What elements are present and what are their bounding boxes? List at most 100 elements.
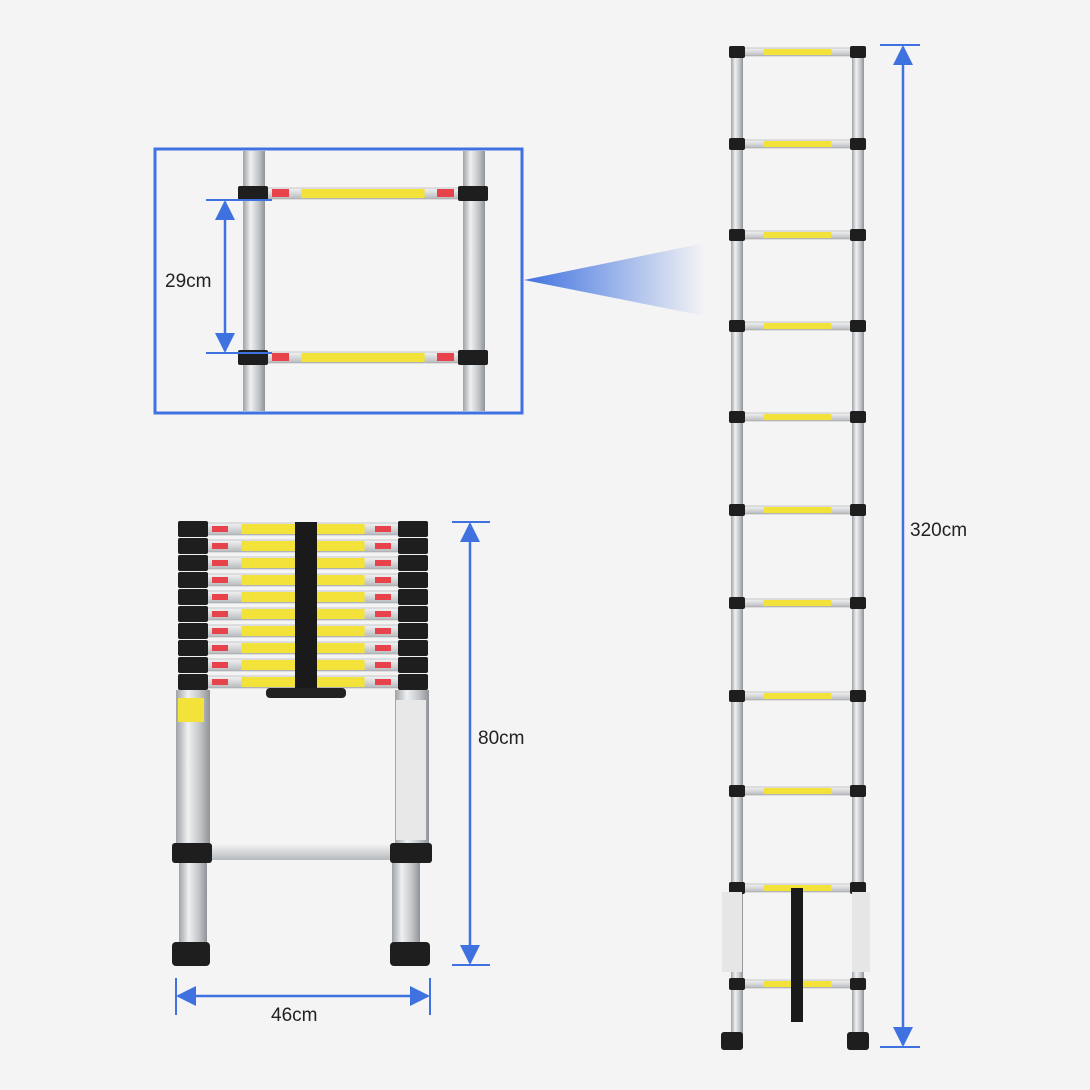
rung-detail-inset bbox=[153, 147, 524, 415]
rung-clamp bbox=[729, 882, 745, 894]
dimension-label: 29cm bbox=[165, 271, 211, 292]
rung-clamp bbox=[398, 555, 428, 571]
rung-clamp bbox=[178, 657, 208, 673]
warning-label bbox=[763, 49, 832, 55]
instruction-sticker bbox=[852, 892, 870, 972]
rung-clamp bbox=[729, 138, 745, 150]
reflector bbox=[375, 662, 391, 668]
reflector bbox=[212, 560, 228, 566]
reflector bbox=[375, 560, 391, 566]
zoom-cone bbox=[524, 243, 705, 316]
rung-clamp bbox=[729, 504, 745, 516]
reflector bbox=[212, 628, 228, 634]
reflector bbox=[212, 662, 228, 668]
rung-clamp bbox=[850, 978, 866, 990]
warning-label bbox=[763, 507, 832, 513]
rung-clamp bbox=[178, 521, 208, 537]
reflector bbox=[437, 189, 454, 197]
rung-clamp bbox=[178, 589, 208, 605]
reflector bbox=[375, 594, 391, 600]
rung-clamp bbox=[458, 350, 488, 365]
rung-clamp bbox=[178, 674, 208, 690]
reflector bbox=[375, 628, 391, 634]
warning-label bbox=[763, 414, 832, 420]
strap bbox=[791, 888, 803, 1022]
rung-clamp bbox=[398, 538, 428, 554]
rung-clamp bbox=[850, 504, 866, 516]
bottom-rung bbox=[210, 844, 395, 860]
rung-clamp bbox=[390, 843, 432, 863]
dimension-46cm: 46cm bbox=[175, 978, 431, 1026]
left-leg bbox=[179, 850, 207, 950]
warning-sticker bbox=[178, 698, 204, 722]
warning-label bbox=[763, 600, 832, 606]
dimension-320cm: 320cm bbox=[880, 44, 967, 1048]
reflector bbox=[375, 645, 391, 651]
reflector bbox=[375, 543, 391, 549]
left-rail bbox=[731, 48, 743, 1048]
reflector bbox=[375, 526, 391, 532]
rung-clamp bbox=[178, 555, 208, 571]
warning-label bbox=[763, 788, 832, 794]
reflector bbox=[212, 526, 228, 532]
reflector bbox=[272, 189, 289, 197]
reflector bbox=[212, 543, 228, 549]
rung-clamp bbox=[729, 785, 745, 797]
rung-clamp bbox=[178, 623, 208, 639]
rung-clamp bbox=[729, 978, 745, 990]
warning-label bbox=[763, 232, 832, 238]
rung-clamp bbox=[398, 674, 428, 690]
rung-clamp bbox=[398, 521, 428, 537]
rung-clamp bbox=[850, 690, 866, 702]
rung-clamp bbox=[850, 46, 866, 58]
foot bbox=[721, 1032, 743, 1050]
reflector bbox=[375, 577, 391, 583]
rung-clamp bbox=[398, 572, 428, 588]
rung-clamp bbox=[398, 606, 428, 622]
warning-label bbox=[763, 693, 832, 699]
reflector bbox=[212, 594, 228, 600]
warning-label bbox=[763, 141, 832, 147]
reflector bbox=[212, 645, 228, 651]
dimension-label: 46cm bbox=[271, 1005, 317, 1026]
reflector bbox=[375, 611, 391, 617]
right-rail bbox=[463, 151, 485, 411]
rung-clamp bbox=[850, 882, 866, 894]
reflector bbox=[212, 679, 228, 685]
instruction-sticker bbox=[722, 892, 742, 972]
reflector bbox=[212, 611, 228, 617]
rung-clamp bbox=[398, 640, 428, 656]
warning-label bbox=[301, 353, 425, 362]
dimension-80cm: 80cm bbox=[452, 521, 524, 966]
rung-clamp bbox=[238, 186, 268, 201]
dimension-29cm: 29cm bbox=[165, 199, 272, 354]
foot bbox=[390, 942, 430, 966]
rung-clamp bbox=[850, 138, 866, 150]
rung-clamp bbox=[178, 572, 208, 588]
rung-clamp bbox=[729, 411, 745, 423]
collapsed-ladder bbox=[172, 521, 432, 966]
dimension-label: 80cm bbox=[478, 728, 524, 749]
rung-clamp bbox=[850, 229, 866, 241]
inset-frame bbox=[153, 147, 524, 415]
rung-clamp bbox=[178, 538, 208, 554]
rung-clamp bbox=[729, 229, 745, 241]
rung-clamp bbox=[172, 843, 212, 863]
rung-clamp bbox=[178, 606, 208, 622]
rung-clamp bbox=[398, 589, 428, 605]
rung-clamp bbox=[729, 690, 745, 702]
right-rail bbox=[852, 48, 864, 1048]
handle bbox=[266, 688, 346, 698]
reflector bbox=[272, 353, 289, 361]
rung-clamp bbox=[850, 320, 866, 332]
rung-clamp bbox=[729, 320, 745, 332]
right-leg bbox=[392, 850, 420, 950]
strap bbox=[295, 522, 317, 690]
warning-label bbox=[301, 189, 425, 198]
extended-ladder bbox=[721, 46, 870, 1050]
reflector bbox=[375, 679, 391, 685]
instruction-sticker bbox=[396, 700, 426, 840]
reflector bbox=[437, 353, 454, 361]
